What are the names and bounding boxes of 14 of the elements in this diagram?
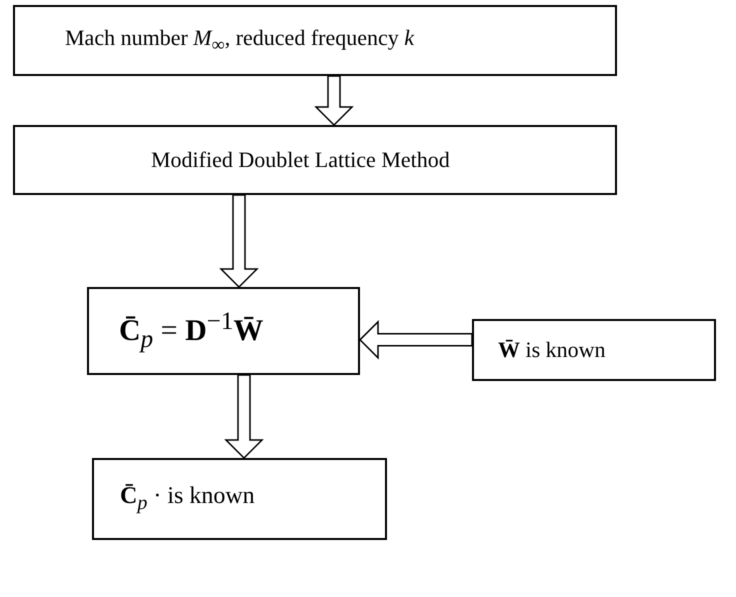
hollow-arrow <box>219 194 259 288</box>
process-box <box>13 5 617 76</box>
box-label: Mach number M$_{∞}$, reduced frequency k <box>65 25 414 56</box>
process-box <box>13 125 617 195</box>
hollow-arrow <box>314 75 354 126</box>
hollow-arrow <box>358 320 473 360</box>
box-label: C̄$_{p}$ · is known <box>120 483 255 515</box>
process-box <box>87 287 360 375</box>
process-box <box>92 458 387 540</box>
box-label: C̄$_{p}$ = D$^{−1}$W̄ <box>119 308 264 354</box>
box-label: W̄ is known <box>498 337 606 363</box>
box-label: Modified Doublet Lattice Method <box>151 147 450 173</box>
hollow-arrow <box>224 374 264 460</box>
process-box <box>472 319 716 381</box>
